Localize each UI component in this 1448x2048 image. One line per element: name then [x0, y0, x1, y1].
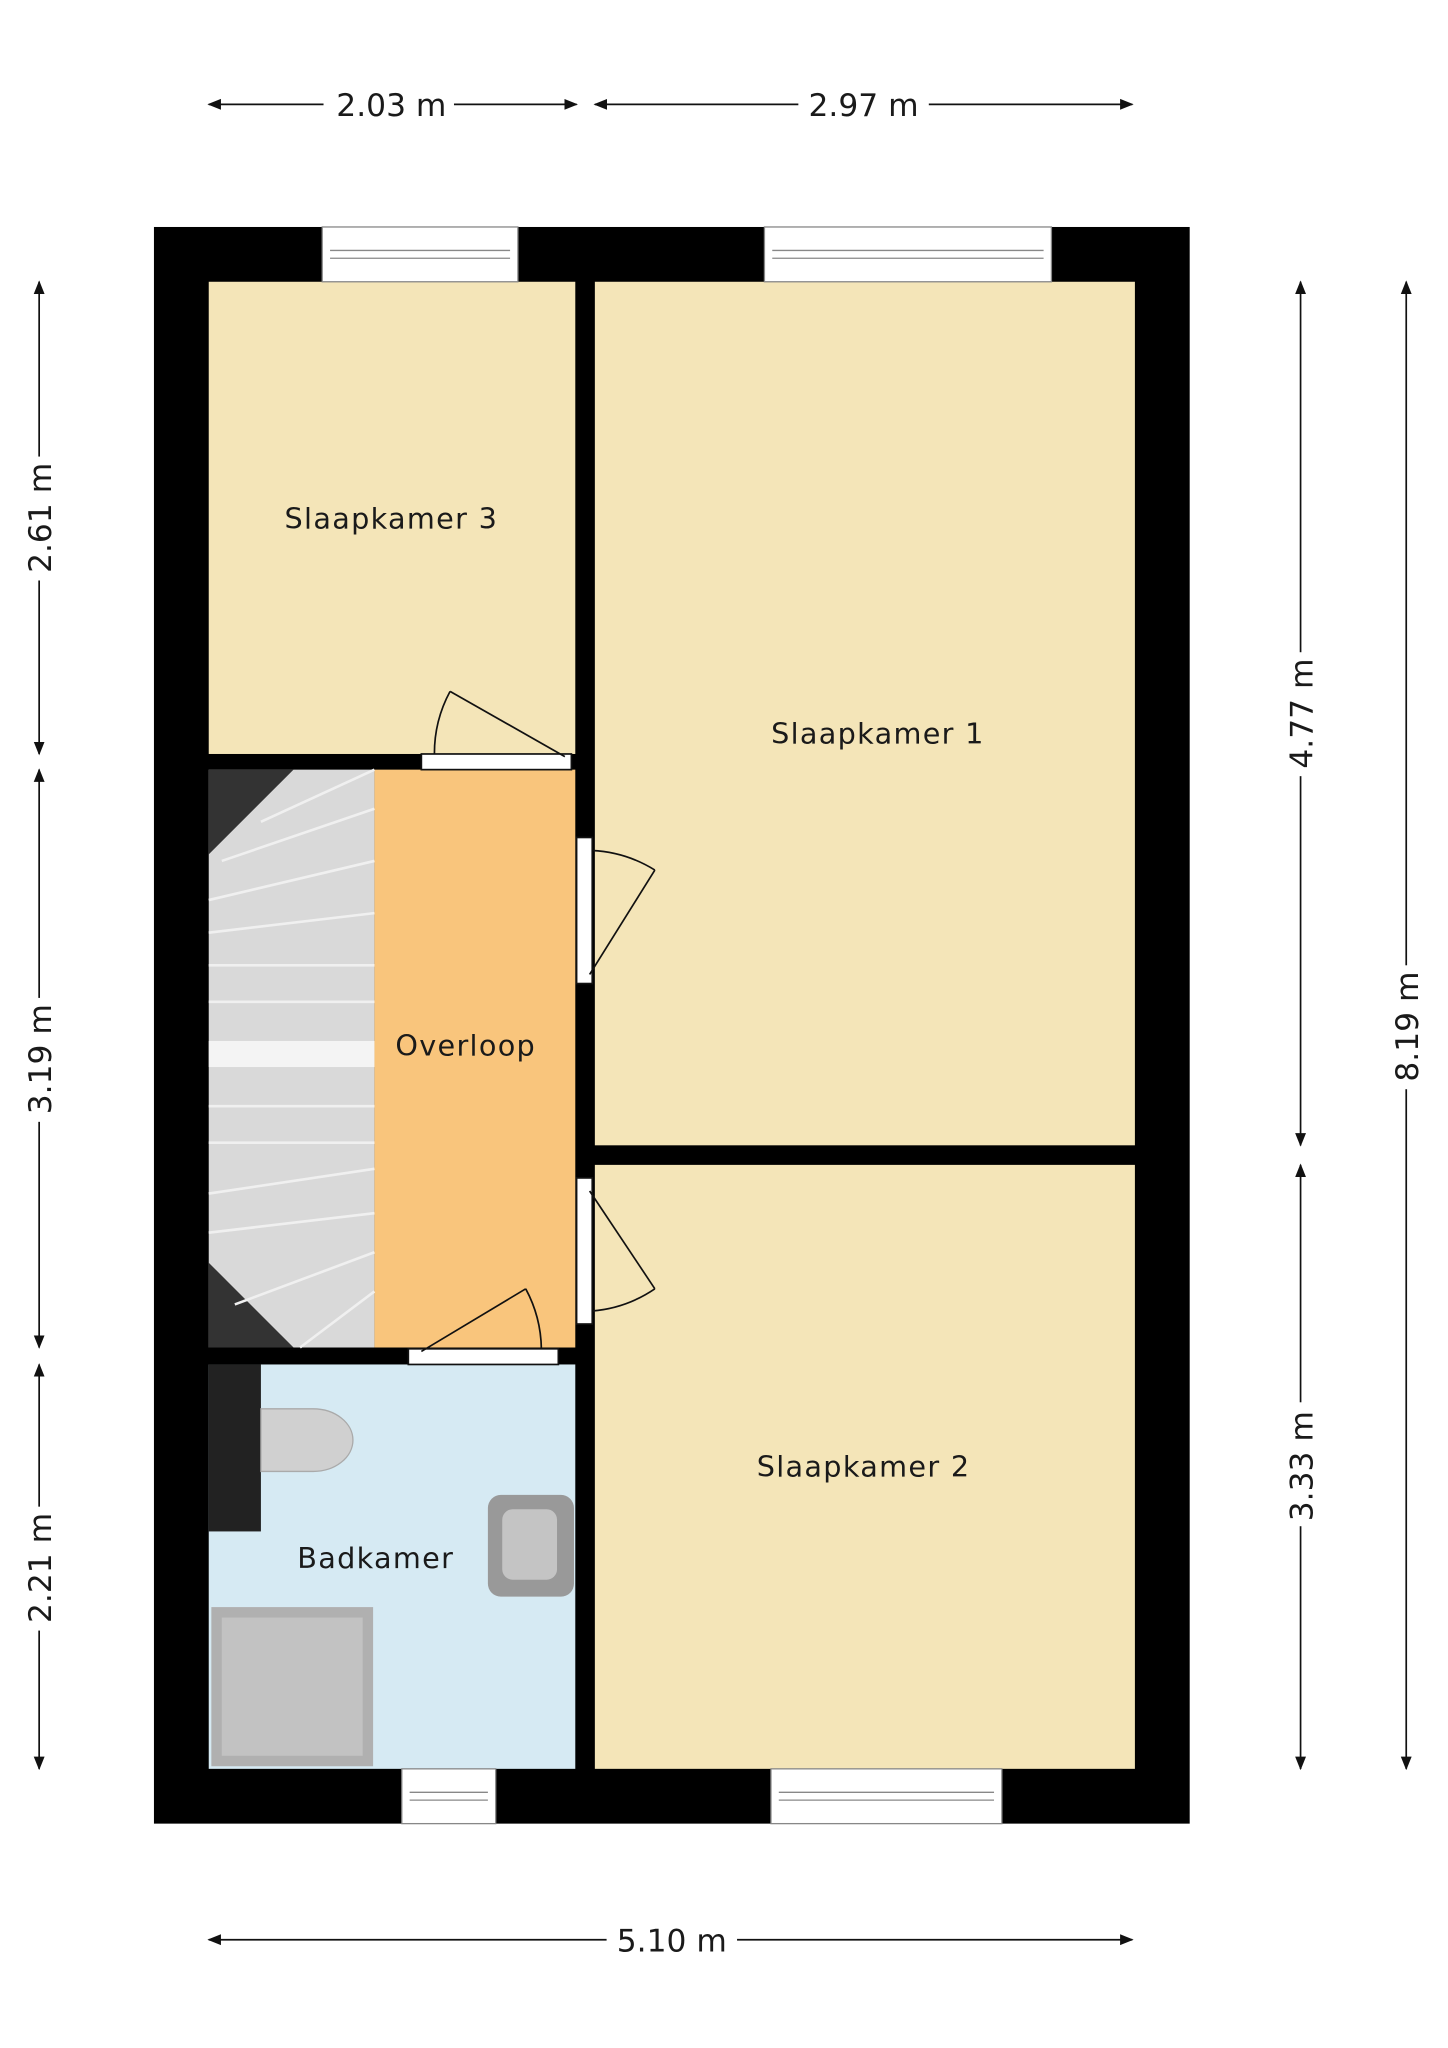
label-overloop: Overloop	[395, 1028, 536, 1062]
room-overloop	[374, 769, 576, 1348]
dim-right-bottom: 3.33 m	[1284, 1411, 1320, 1521]
dim-bottom: 5.10 m	[617, 1923, 727, 1959]
room-slaapkamer-1	[594, 281, 1135, 1146]
dim-left-middle: 3.19 m	[23, 1004, 59, 1114]
room-slaapkamer-3	[208, 281, 576, 754]
staircase	[208, 768, 376, 1349]
doors	[407, 690, 656, 1366]
dim-top-right: 2.97 m	[809, 88, 919, 124]
room-slaapkamer-2	[594, 1164, 1135, 1769]
toilet-icon	[260, 1408, 354, 1473]
label-slaapkamer-2: Slaapkamer 2	[757, 1450, 971, 1484]
label-slaapkamer-1: Slaapkamer 1	[771, 717, 985, 751]
toilet-cistern	[208, 1364, 261, 1532]
bathroom-fixtures	[208, 1364, 574, 1767]
dim-right-total: 8.19 m	[1390, 972, 1426, 1082]
label-slaapkamer-3: Slaapkamer 3	[285, 501, 499, 535]
dim-left-top: 2.61 m	[23, 463, 59, 573]
dim-top-left: 2.03 m	[336, 88, 446, 124]
windows	[321, 226, 1053, 1825]
dim-right-top: 4.77 m	[1284, 658, 1320, 768]
label-badkamer: Badkamer	[297, 1541, 454, 1575]
dim-left-bottom: 2.21 m	[23, 1513, 59, 1623]
